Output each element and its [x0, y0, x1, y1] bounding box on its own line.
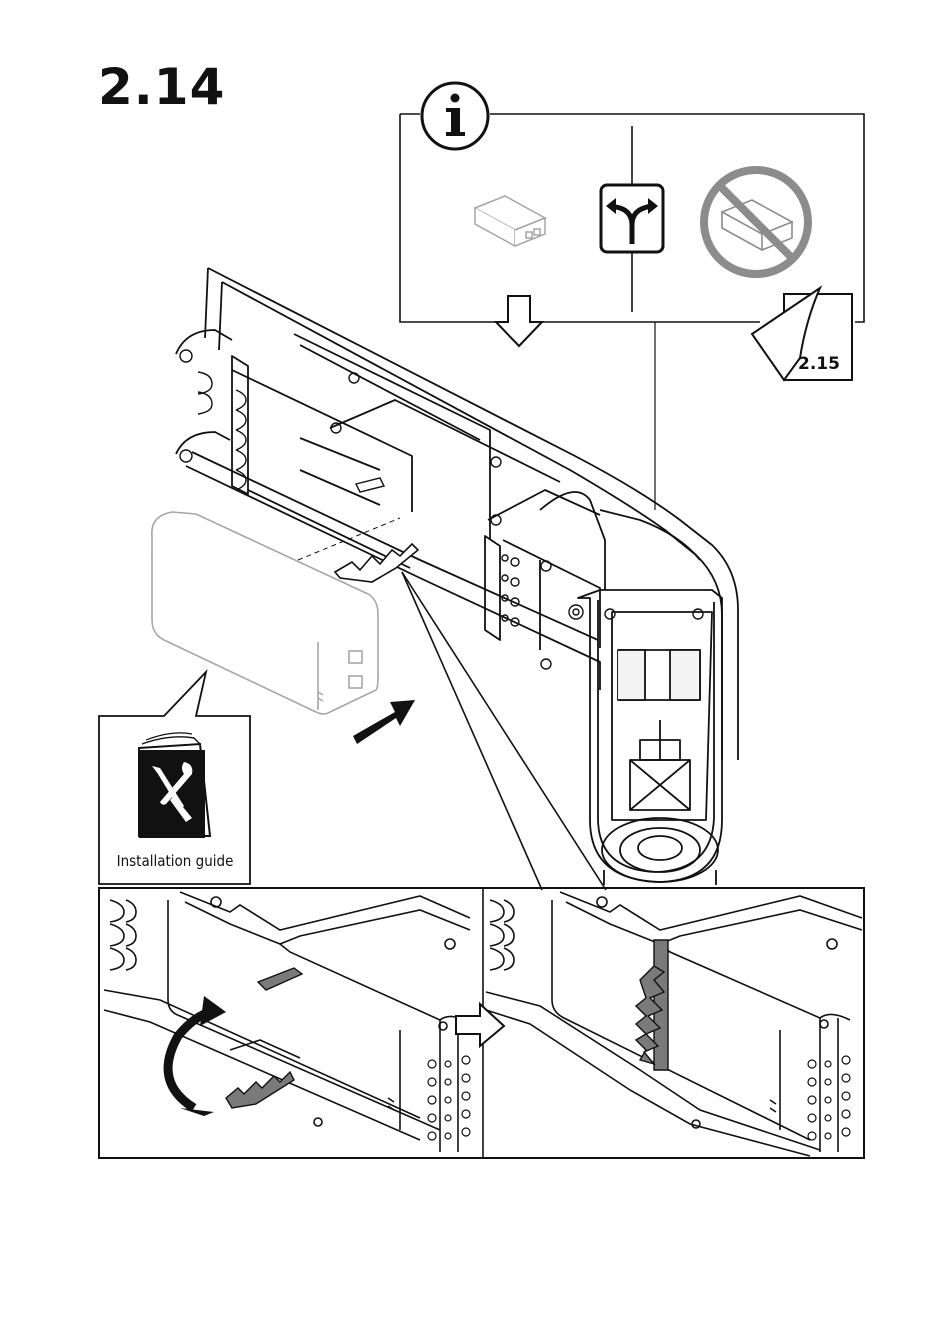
zoom-lines [402, 572, 606, 890]
alignment-line [298, 518, 400, 560]
installation-guide-booklet-icon [139, 733, 210, 838]
installation-guide-label: Installation guide [100, 852, 250, 870]
next-step-label[interactable]: 2.15 [798, 354, 840, 374]
fork-arrow-icon [601, 185, 663, 252]
vent-holes-right-detail [808, 1056, 850, 1140]
clip-slot [258, 968, 302, 990]
down-arrow-icon [496, 296, 542, 346]
detail-panel-insert-and-rotate-clip [104, 892, 470, 1152]
info-icon [422, 83, 488, 149]
detail-panel-clip-locked [486, 892, 862, 1156]
power-supply-icon [475, 196, 545, 246]
clip-locked [636, 940, 668, 1070]
next-arrow-icon [456, 1004, 504, 1046]
insert-arrow-icon [353, 700, 415, 744]
no-power-supply-icon [704, 170, 808, 274]
clip-rotating [226, 1072, 294, 1108]
